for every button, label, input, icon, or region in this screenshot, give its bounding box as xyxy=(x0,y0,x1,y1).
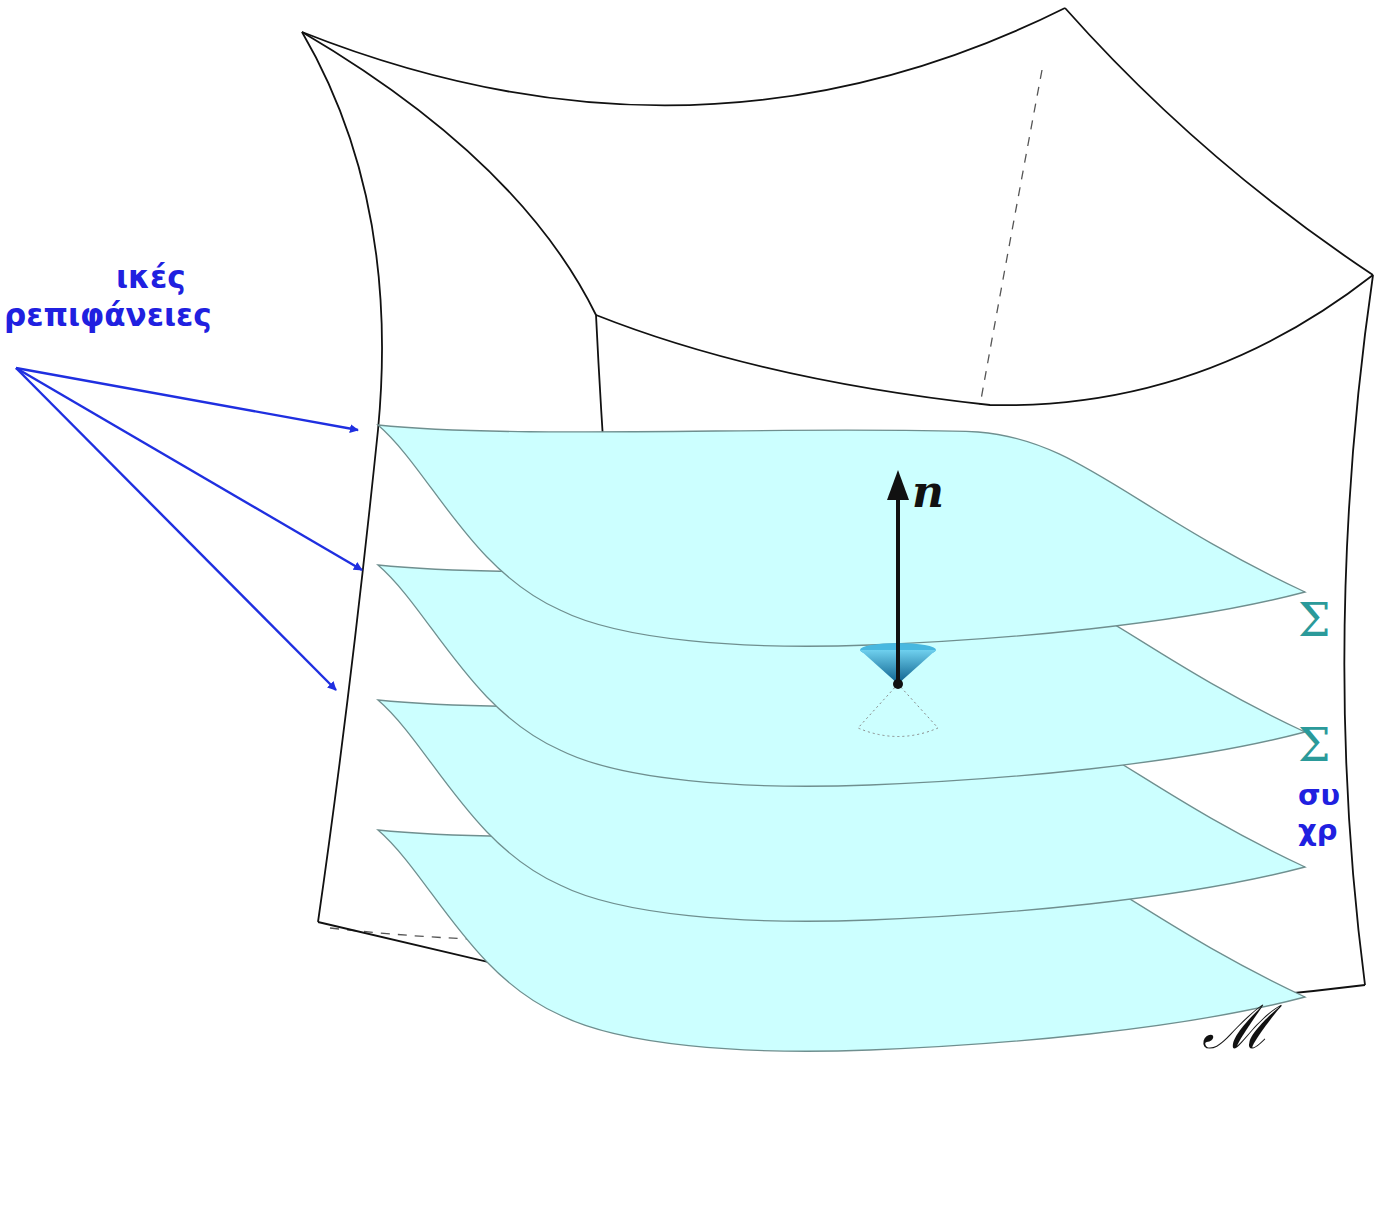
hidden-edge xyxy=(980,70,1042,405)
leader-arrows xyxy=(16,368,362,690)
manifold-symbol: ℳ xyxy=(1202,995,1302,1059)
slice-symbol: Σ xyxy=(1298,720,1358,770)
normal-vector xyxy=(887,470,909,684)
slice-symbol: Σ xyxy=(1298,595,1358,645)
vector-name: n xyxy=(912,468,972,516)
hypersurfaces xyxy=(378,425,1305,1051)
surface-caption: ικές ρεπιφάνειες xyxy=(4,258,356,334)
slice-caption: συ χρ xyxy=(1298,778,1358,848)
hypersurface-sheet xyxy=(378,425,1305,646)
